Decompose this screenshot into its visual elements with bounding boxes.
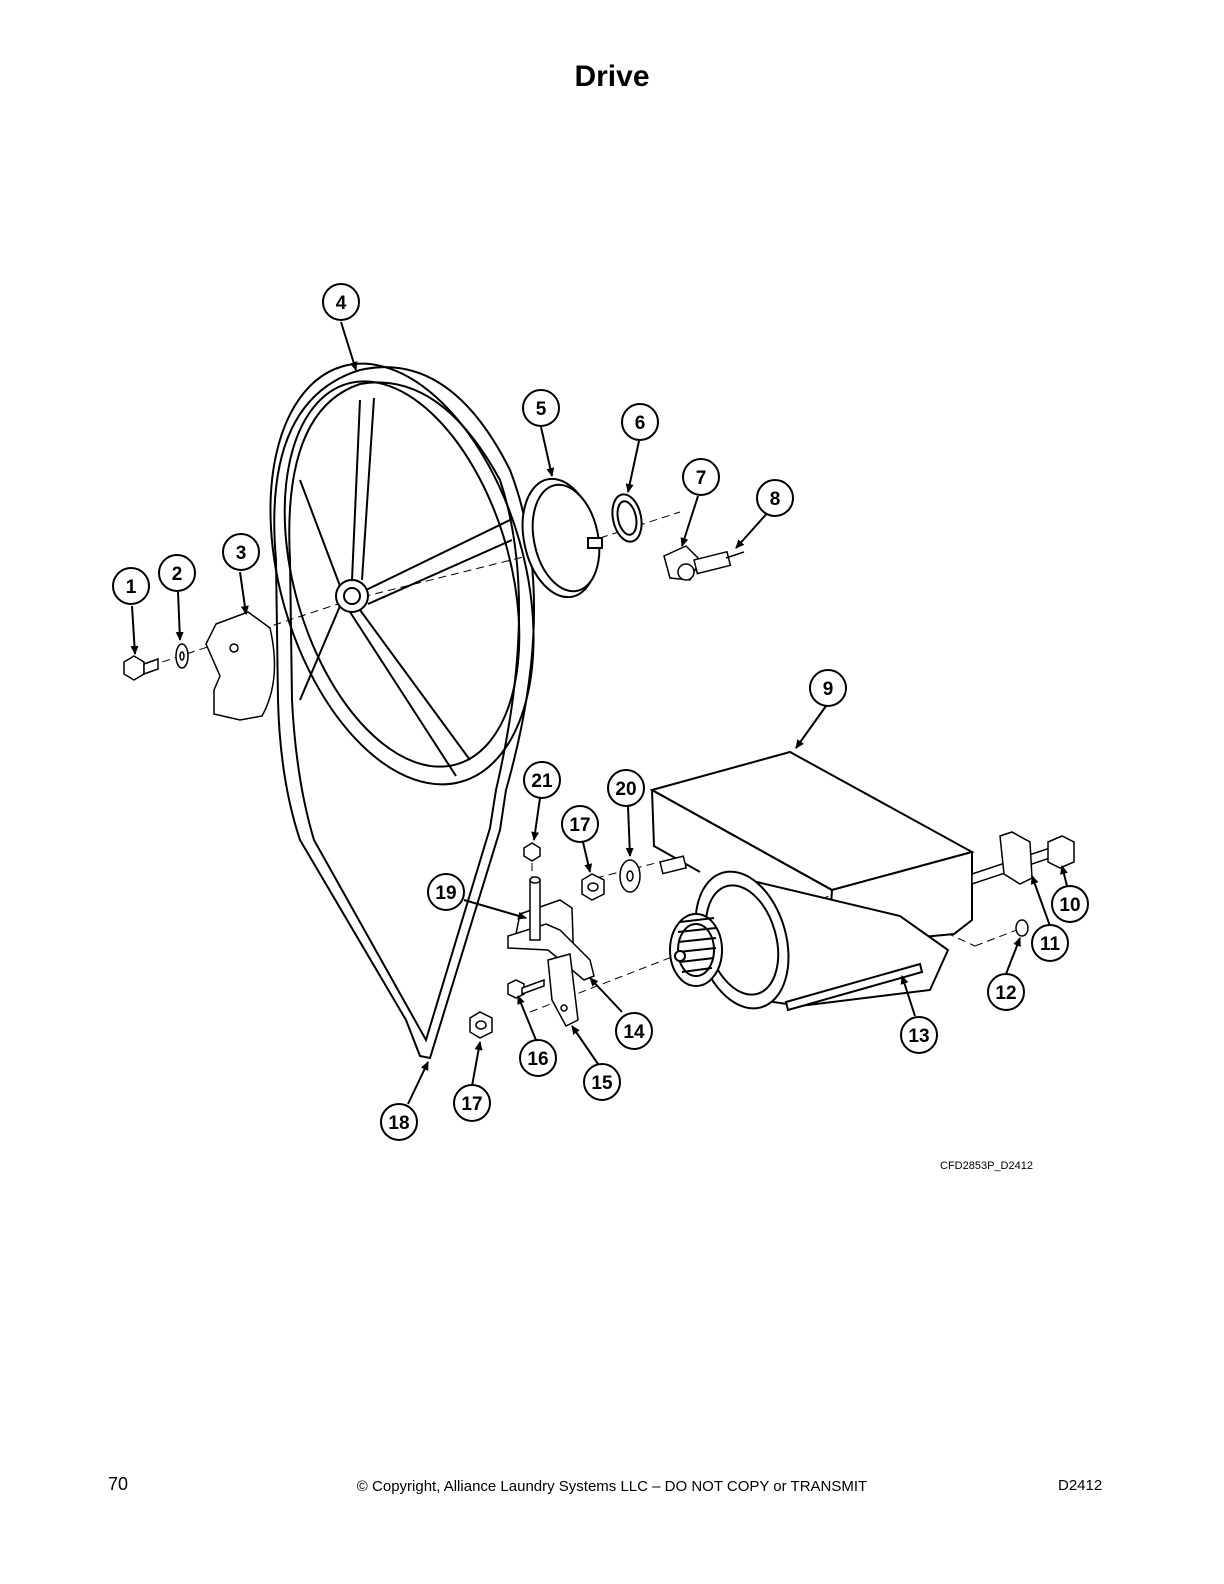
retaining-ring-part	[611, 493, 643, 543]
callout-17-lower: 17	[453, 1084, 491, 1122]
svg-text:13: 13	[908, 1026, 929, 1047]
svg-text:15: 15	[591, 1073, 613, 1094]
large-washer-part	[619, 859, 641, 893]
tension-bracket-part	[507, 842, 595, 1027]
svg-text:19: 19	[435, 883, 456, 904]
figure-id: CFD2853P_D2412	[940, 1160, 1033, 1172]
svg-text:5: 5	[536, 399, 547, 420]
svg-text:8: 8	[770, 489, 781, 510]
callout-14: 14	[615, 1012, 653, 1050]
svg-text:10: 10	[1059, 895, 1080, 916]
callout-9: 9	[809, 669, 847, 707]
svg-text:18: 18	[388, 1113, 409, 1134]
small-nut-part	[1015, 919, 1029, 937]
callout-21: 21	[523, 761, 561, 799]
svg-text:7: 7	[696, 468, 707, 489]
svg-text:17: 17	[461, 1094, 482, 1115]
callout-18: 18	[380, 1103, 418, 1141]
callout-16: 16	[519, 1039, 557, 1077]
washer-part	[175, 643, 189, 669]
svg-text:21: 21	[531, 771, 553, 792]
svg-text:3: 3	[236, 543, 247, 564]
callout-13: 13	[900, 1016, 938, 1054]
svg-text:9: 9	[823, 679, 834, 700]
motor-part	[669, 870, 950, 1012]
adjustment-bolt-part	[971, 831, 1075, 886]
copyright-notice: © Copyright, Alliance Laundry Systems LL…	[356, 1478, 868, 1495]
callout-6: 6	[621, 403, 659, 441]
callout-5: 5	[522, 389, 560, 427]
svg-text:2: 2	[172, 564, 183, 585]
hose-clamp-part	[521, 477, 603, 599]
callout-10: 10	[1051, 885, 1089, 923]
callout-2: 2	[158, 554, 196, 592]
callout-1: 1	[112, 567, 150, 605]
callout-17-upper: 17	[561, 805, 599, 843]
svg-text:17: 17	[569, 815, 590, 836]
nut-part-lower	[469, 1011, 493, 1039]
callout-11: 11	[1031, 924, 1069, 962]
callout-7: 7	[682, 458, 720, 496]
callout-19: 19	[427, 873, 465, 911]
shaft-assembly-part	[663, 545, 745, 581]
page-title: Drive	[574, 60, 650, 93]
svg-text:16: 16	[527, 1049, 548, 1070]
nut-part-upper	[581, 873, 605, 901]
svg-text:6: 6	[635, 413, 646, 434]
callout-20: 20	[607, 769, 645, 807]
svg-text:12: 12	[995, 983, 1016, 1004]
bolt-part	[123, 655, 159, 681]
svg-text:4: 4	[336, 293, 347, 314]
svg-text:14: 14	[623, 1022, 645, 1043]
callout-12: 12	[987, 973, 1025, 1011]
motor-stud-part	[659, 855, 688, 875]
page-number: 70	[108, 1474, 129, 1494]
svg-text:1: 1	[126, 577, 137, 598]
bracket-plate-part	[205, 611, 276, 721]
svg-text:20: 20	[615, 779, 636, 800]
callout-8: 8	[756, 479, 794, 517]
callout-15: 15	[583, 1063, 621, 1101]
svg-text:11: 11	[1040, 934, 1061, 955]
drive-pulley-belt	[269, 362, 536, 1060]
leader-arrows	[130, 321, 1068, 1105]
document-number: D2412	[1058, 1477, 1103, 1494]
tension-bolt-part	[507, 978, 545, 999]
callout-3: 3	[222, 533, 260, 571]
callout-4: 4	[322, 283, 360, 321]
